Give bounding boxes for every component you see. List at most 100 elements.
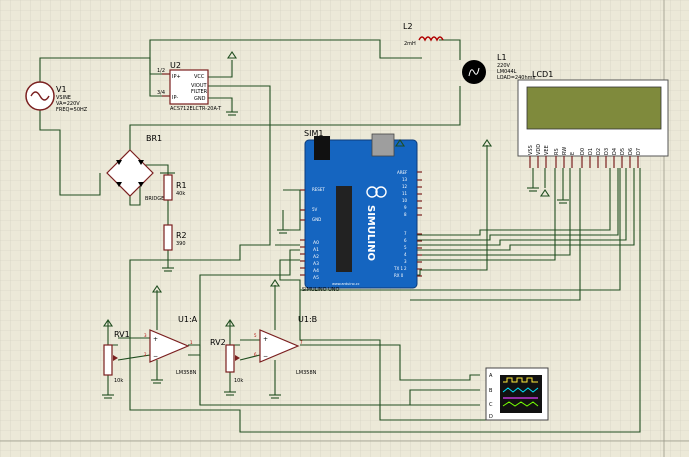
power-arrow-icon — [481, 139, 493, 147]
analog-pin-labels: A0 A1 A2 A3 A4 A5 — [313, 240, 319, 281]
svg-text:+: + — [263, 336, 268, 343]
pin-label-a2: A2 — [313, 254, 319, 260]
potentiometer-rv1[interactable]: RV1 10k — [103, 330, 130, 384]
r2-ref: R2 — [176, 231, 187, 240]
sine-icon — [30, 91, 50, 101]
5v-label: 5V — [312, 207, 318, 212]
l1-load: LOAD=240hms — [497, 75, 535, 81]
br1-ref: BR1 — [146, 134, 162, 143]
ac-source-v1[interactable]: V1 VSINE VA=220V FREQ=50HZ — [25, 81, 88, 113]
bridge-rectifier-br1[interactable]: BR1 BRIDGE — [106, 134, 164, 202]
pin-label-d5: 5 — [404, 245, 407, 250]
lcd-pin: VEE — [544, 145, 550, 155]
power-arrow-icon — [394, 139, 406, 147]
power-arrow-icon — [151, 285, 163, 293]
pin-label-a4: A4 — [313, 268, 319, 274]
pin-label-d9: 9 — [404, 205, 407, 210]
ground-icon — [224, 391, 236, 396]
power-arrow-icon — [269, 279, 281, 287]
br1-name: BRIDGE — [145, 196, 164, 202]
lcd-ref: LCD1 — [532, 70, 553, 79]
svg-text:−: − — [153, 353, 158, 360]
u1b-pin-5: 5 — [254, 333, 257, 338]
ground-icon — [557, 199, 569, 204]
power-symbols — [102, 51, 569, 399]
oscilloscope[interactable]: A B C D — [485, 367, 549, 421]
u1a-ref: U1:A — [178, 315, 198, 324]
u2-pin-viout: VIOUT — [191, 83, 207, 89]
lcd-pin: E — [570, 152, 576, 155]
u1a-pin-2: 2 — [144, 352, 147, 357]
l1-ref: L1 — [497, 53, 507, 62]
resistor-r1[interactable]: R1 40k — [163, 174, 187, 201]
lcd-display[interactable]: LCD1 VSS VDD VEE RS RW E D0 D1 D2 D3 D4 … — [517, 70, 669, 168]
u2-pin-gnd: GND — [194, 96, 206, 102]
ground-icon — [269, 394, 281, 399]
pin-label-d6: 6 — [404, 238, 407, 243]
lamp-l1[interactable]: L1 220V LM044L LOAD=240hms — [462, 53, 535, 84]
l2-ref: L2 — [403, 22, 413, 31]
opamp-u1a[interactable]: + − U1:A LM358N 3 2 1 — [144, 315, 198, 376]
board-pins — [300, 171, 422, 277]
pin-label-d2: 2 — [404, 266, 407, 271]
rv2-ref: RV2 — [210, 338, 226, 347]
power-arrow-icon — [102, 319, 114, 327]
lcd-pin: VDD — [536, 144, 542, 155]
mcu-chip — [336, 186, 352, 272]
ground-icon — [277, 229, 289, 234]
rv1-ref: RV1 — [114, 330, 130, 339]
pin-label-a3: A3 — [313, 261, 319, 267]
l2-value: 2mH — [404, 41, 416, 47]
board-url: www.arduino.cc — [332, 282, 360, 286]
lcd-pin-labels: VSS VDD VEE RS RW E D0 D1 D2 D3 D4 D5 D6… — [528, 144, 642, 155]
resistor-r2[interactable]: R2 390 — [163, 224, 187, 251]
sim1-name: SIMULINO UNO — [302, 287, 340, 293]
pin-label-d7: 7 — [404, 231, 407, 236]
v1-amplitude: VA=220V — [56, 101, 80, 107]
pin-label-a5: A5 — [313, 275, 319, 281]
u1b-part: LM358N — [296, 370, 317, 376]
lcd-pin: D7 — [636, 148, 642, 155]
lcd-pin: D6 — [628, 148, 634, 155]
v1-type: VSINE — [56, 95, 71, 101]
pin-label-d3: 3 — [404, 259, 407, 264]
power-arrow-icon — [226, 51, 238, 59]
r2-value: 390 — [176, 241, 186, 247]
lcd-pin: D5 — [620, 148, 626, 155]
usb-port-icon — [371, 133, 395, 157]
power-header-labels: RESET 5V GND — [312, 187, 325, 222]
reset-label: RESET — [312, 187, 325, 192]
potentiometer-rv2[interactable]: RV2 10k — [210, 338, 243, 384]
scope-channel-d: D — [489, 414, 493, 420]
arduino-board-sim1[interactable]: SIM1 SIMULINO AREF RESET 5V GND A0 A1 A2… — [300, 129, 422, 293]
u1a-part: LM358N — [176, 370, 197, 376]
u2-pin-filter: FILTER — [191, 89, 208, 95]
ground-icon — [226, 111, 238, 116]
u1b-ref: U1:B — [298, 315, 317, 324]
u2-pin-vcc: VCC — [194, 74, 205, 80]
v1-frequency: FREQ=50HZ — [56, 107, 88, 113]
gnd-label: GND — [312, 217, 321, 222]
u2-pin-ip-minus: IP- — [172, 95, 178, 101]
u2-pin-number-3: 3/4 — [157, 90, 165, 96]
power-arrow-icon — [539, 189, 551, 197]
simulino-logo-text: SIMULINO — [365, 205, 376, 261]
pin-label-rx: RX 0 — [394, 273, 404, 278]
ground-icon — [527, 187, 539, 192]
scope-channel-b: B — [489, 388, 493, 394]
pin-label-a1: A1 — [313, 247, 319, 253]
current-sensor-u2[interactable]: U2 IP+ IP- VCC VIOUT FILTER GND 1/2 3/4 … — [157, 61, 222, 112]
svg-text:−: − — [263, 353, 268, 360]
digital-pin-labels: 13 12 11 10 9 8 7 6 5 4 3 2 TX 1 RX 0 — [393, 177, 408, 278]
inductor-l2[interactable]: L2 2mH — [403, 22, 444, 47]
lcd-pin: RW — [562, 147, 568, 155]
u2-ref: U2 — [170, 61, 181, 70]
u2-pin-ip-plus: IP+ — [172, 74, 181, 80]
lcd-pin: D1 — [588, 148, 594, 155]
opamp-u1b[interactable]: + − U1:B LM358N 5 6 7 — [254, 315, 317, 376]
lcd-pin: D0 — [580, 148, 586, 155]
u2-pin-number-1: 1/2 — [157, 68, 165, 74]
lcd-pin: D2 — [596, 148, 602, 155]
scope-screen — [500, 375, 542, 413]
